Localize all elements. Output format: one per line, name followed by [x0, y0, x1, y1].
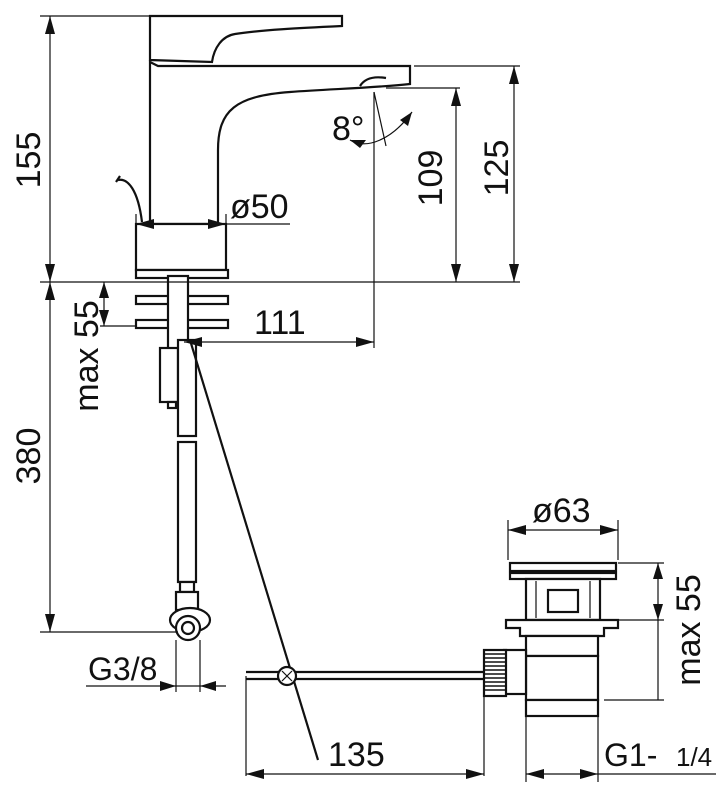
- dim-line-rod-length: [246, 769, 484, 779]
- dim-line-waste-depth: [653, 563, 663, 700]
- label-rod-length: 135: [328, 736, 385, 774]
- dim-line-outlet-height: [451, 88, 461, 282]
- label-deck-thickness: max 55: [68, 300, 106, 412]
- linkage-rod: [246, 665, 484, 687]
- popup-rod: [188, 339, 320, 761]
- label-total-height: 155: [10, 132, 48, 189]
- knurled-nut: [482, 648, 508, 698]
- label-waste-thread-fraction: 1/4: [676, 742, 712, 772]
- dim-line-spout-reach: [184, 337, 374, 347]
- label-hose-length: 380: [10, 428, 48, 485]
- label-spout-height: 125: [478, 140, 516, 197]
- dim-line-deck-thickness: [99, 282, 109, 326]
- faucet-lever: [148, 14, 344, 64]
- faucet-body: [115, 14, 412, 272]
- dim-line-waste-diameter: [508, 525, 618, 535]
- dim-line-body-diameter: [136, 219, 226, 229]
- flexible-hose: [168, 338, 212, 642]
- label-hose-connection: G3/8: [88, 651, 157, 687]
- base-flange: [134, 222, 228, 272]
- dim-angle: [349, 91, 413, 148]
- dim-line-waste-thread: [526, 769, 716, 779]
- dim-line-hose-length: [45, 282, 55, 632]
- dim-line-total-height: [45, 16, 55, 282]
- label-spout-angle: 8°: [332, 110, 365, 148]
- waste-valve: [482, 561, 620, 770]
- label-outlet-height: 109: [412, 150, 450, 207]
- label-waste-depth: max 55: [670, 574, 708, 686]
- label-waste-thread: G1-: [604, 737, 657, 773]
- faucet-spout: [148, 60, 412, 226]
- popup-lever: [117, 178, 144, 223]
- label-waste-diameter: ø63: [532, 492, 591, 530]
- dim-line-spout-height: [509, 66, 519, 282]
- label-spout-reach: 111: [254, 304, 306, 342]
- label-body-diameter: ø50: [230, 188, 289, 226]
- dim-line-hose-connection: [86, 681, 226, 691]
- aerator: [359, 76, 387, 87]
